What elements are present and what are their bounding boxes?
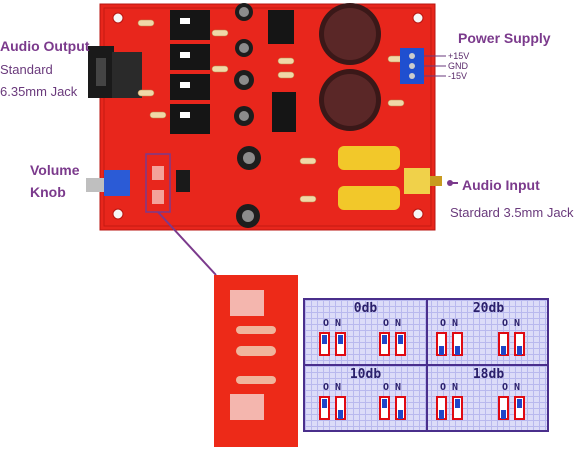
dip-switch [436, 396, 447, 420]
audio-output-line1: Standard [0, 62, 53, 77]
dip-switch [436, 332, 447, 356]
dip-switch [498, 396, 509, 420]
dip-switch [498, 332, 509, 356]
dip-switch [335, 332, 346, 356]
volume-label-line2: Knob [30, 184, 66, 200]
dip-switch [335, 396, 346, 420]
audio-output-line2: 6.35mm Jack [0, 84, 78, 99]
dip-switch [319, 396, 330, 420]
on-label: O N [323, 382, 342, 393]
dip-gain-table: 0db O N O N 20db O N O N 10db O N O N 18… [303, 298, 549, 432]
dip-setting-title: 0db [353, 301, 378, 316]
pin-minus-label: -15V [448, 71, 468, 81]
dip-switch [514, 396, 525, 420]
dip-setting-title: 18db [472, 367, 505, 382]
dip-switch [395, 332, 406, 356]
dip-setting-title: 20db [472, 301, 505, 316]
dip-switch [379, 332, 390, 356]
dip-setting-0db: 0db O N O N [305, 300, 426, 364]
dip-switch [452, 396, 463, 420]
audio-output-title: Audio Output [0, 38, 90, 54]
on-label: O N [323, 318, 342, 329]
on-label: O N [440, 382, 459, 393]
on-label: O N [440, 318, 459, 329]
audio-input-title: Audio Input [462, 177, 540, 193]
on-label: O N [383, 318, 402, 329]
power-supply-title: Power Supply [458, 30, 551, 46]
dip-switch [319, 332, 330, 356]
dip-switch [452, 332, 463, 356]
volume-label-line1: Volume [30, 162, 80, 178]
dip-setting-title: 10db [349, 367, 382, 382]
on-label: O N [502, 318, 521, 329]
on-label: O N [502, 382, 521, 393]
dip-setting-18db: 18db O N O N [428, 366, 549, 430]
dip-setting-10db: 10db O N O N [305, 366, 426, 430]
audio-input-sub: Stardard 3.5mm Jack [450, 205, 574, 220]
pin-plus-label: +15V [448, 51, 470, 61]
dip-switch [395, 396, 406, 420]
on-label: O N [383, 382, 402, 393]
dip-switch [514, 332, 525, 356]
pin-gnd-label: GND [448, 61, 468, 71]
panel-divider [426, 300, 428, 430]
dip-switch [379, 396, 390, 420]
dip-setting-20db: 20db O N O N [428, 300, 549, 364]
